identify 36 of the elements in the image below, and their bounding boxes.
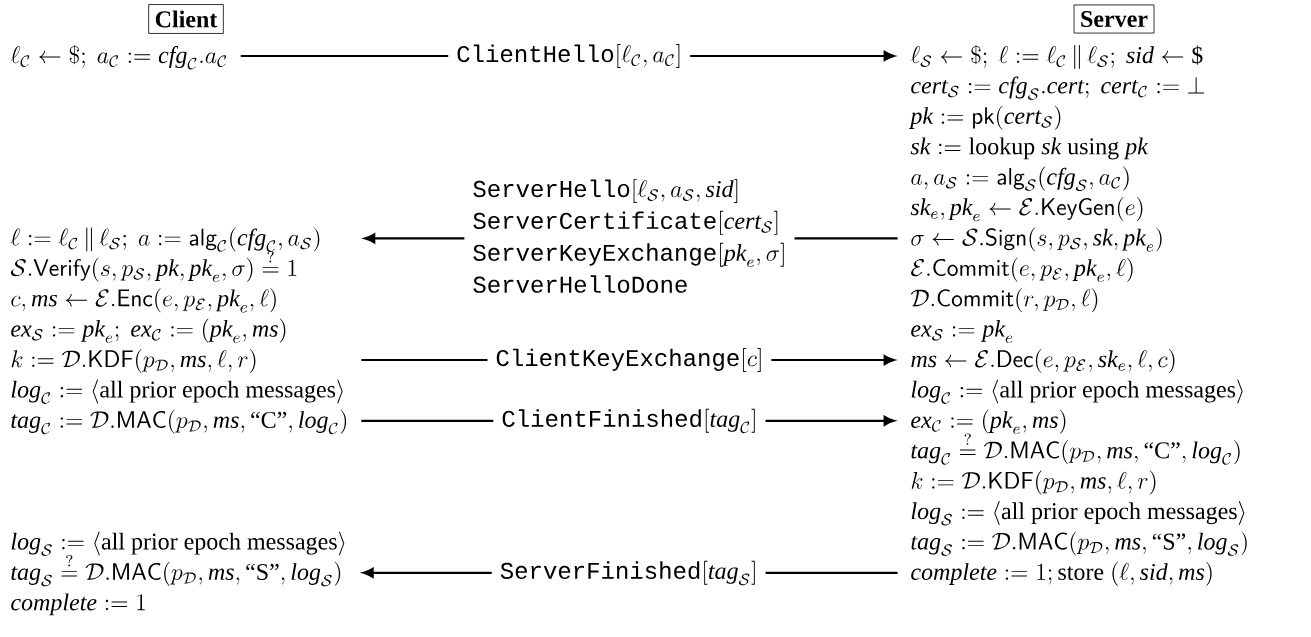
message-label: $\texttt{ClientHello}[\ell_{\mathcal{C}}, a_{\mathcal{C}}]$: [448, 36, 691, 76]
statement: $\sigma \leftarrow \mathcal{S}.\mathsf{Sign}(s, p_{\mathcal{S}}, \mathit{sk}, \mathit{pk}_e)$: [911, 227, 1162, 252]
statement: $\mathit{sk} := \text{lookup } \mathit{sk} \text{ using } \mathit{pk}$: [910, 137, 1149, 160]
statement: $\mathit{ms} \leftarrow \mathcal{E}.\mathsf{Dec}(e, p_{\mathcal{E}}, \mathit{sk}_e, \ell, c)$: [911, 349, 1175, 374]
statement: $\mathit{log}_{\mathcal{S}} := \langle\text{all prior epoch messages}\rangle$: [911, 501, 1245, 526]
statement: $\mathit{tag}_{\mathcal{C}} \stackrel{?}{=} \mathcal{D}.\mathsf{MAC}(p_{\mathcal{D}}, \mathit{ms}, \text{``C''}, \mathit{log}_{\mathcal{C}})$: [911, 433, 1240, 465]
message-label: $\texttt{ClientKeyExchange}[c]$: [487, 340, 772, 380]
statement: $\ell_{\mathcal{S}} \leftarrow \$;\ \ell := \ell_{\mathcal{C}} \,\|\, \ell_{\mathcal{S}};\ \mathit{sid} \leftarrow \text{\$}$: [910, 45, 1203, 69]
message-label: $\texttt{ClientFinished}[\mathit{tag}_{\mathcal{C}}]$: [493, 400, 766, 441]
statement: $\mathcal{D}.\mathsf{Commit}(r, p_{\mathcal{D}}, \ell)$: [910, 288, 1098, 313]
statement: $\mathit{log}_{\mathcal{C}} := \langle\text{all prior epoch messages}\rangle$: [911, 379, 1243, 404]
statement: $\mathit{tag}_{\mathcal{S}} \stackrel{?}{=} \mathcal{D}.\mathsf{MAC}(p_{\mathcal{D}}, \mathit{ms}, \text{``S''}, \mathit{log}_{\mathcal{S}})$: [11, 555, 341, 587]
statement: $\mathit{cert}_{\mathcal{S}} := \mathit{cfg}_{\mathcal{S}}.\mathit{cert};\ \mathit{cert}_{\mathcal{C}} := \bot$: [911, 76, 1205, 100]
statement: $a, a_{\mathcal{S}} := \mathsf{alg}_{\mathcal{S}}(\mathit{cfg}_{\mathcal{S}}, a_{\mathcal{C}})$: [911, 166, 1129, 192]
statement: $k := \mathcal{D}.\mathsf{KDF}(p_{\mathcal{D}}, \mathit{ms}, \ell, r)$: [911, 470, 1156, 495]
statement: $\mathit{tag}_{\mathcal{C}} := \mathcal{D}.\mathsf{MAC}(p_{\mathcal{D}}, \mathit{ms}, \text{``C''}, \mathit{log}_{\mathcal{C}})$: [11, 409, 347, 435]
heading-box: Server: [1073, 4, 1155, 34]
statement: $\mathit{pk} := \mathsf{pk}(\mathit{cert}_{\mathcal{S}})$: [909, 105, 1061, 130]
statement: $\mathit{complete} := 1; \text{store } (\ell, \mathit{sid}, \mathit{ms})$: [911, 561, 1212, 586]
statement: $\mathcal{E}.\mathsf{Commit}(e, p_{\mathcal{E}}, \mathit{pk}_e, \ell)$: [911, 257, 1133, 283]
heading-box: Client: [148, 4, 224, 34]
statement: $\mathit{ex}_{\mathcal{S}} := \mathit{pk}_e;\ \mathit{ex}_{\mathcal{C}} := (\mathit{pk}_e, \mathit{ms})$: [11, 318, 286, 343]
statement: $\mathit{log}_{\mathcal{S}} := \langle\text{all prior epoch messages}\rangle$: [11, 531, 345, 556]
statement: $\ell := \ell_{\mathcal{C}} \,\|\, \ell_{\mathcal{S}};\ a := \mathsf{alg}_{\mathcal{C}}(\mathit{cfg}_{\mathcal{C}}, a_{\mathcal{S}})$: [10, 227, 320, 252]
statement: $\ell_{\mathcal{C}} \leftarrow \$;\ a_{\mathcal{C}} := \mathit{cfg}_{\mathcal{C}}.a_{\mathcal{C}}$: [10, 45, 227, 70]
message-label: $\texttt{ServerFinished}[\mathit{tag}_{\mathcal{S}}]$: [491, 552, 766, 593]
statement: $\mathit{tag}_{\mathcal{S}} := \mathcal{D}.\mathsf{MAC}(p_{\mathcal{D}}, \mathit{ms}, \text{``S''}, \mathit{log}_{\mathcal{S}})$: [911, 531, 1247, 556]
statement: $\mathit{complete} := 1$: [11, 593, 145, 616]
statement: $k := \mathcal{D}.\mathsf{KDF}(p_{\mathcal{D}}, \mathit{ms}, \ell, r)$: [11, 349, 256, 374]
statement: $\mathit{sk}_e, \mathit{pk}_e \leftarrow \mathcal{E}.\mathsf{KeyGen}(e)$: [910, 197, 1143, 222]
statement: $\mathit{log}_{\mathcal{C}} := \langle\text{all prior epoch messages}\rangle$: [11, 379, 343, 404]
statement: $\mathit{ex}_{\mathcal{C}} := (\mathit{pk}_e, \mathit{ms})$: [911, 409, 1066, 435]
statement: $c, \mathit{ms} \leftarrow \mathcal{E}.\mathsf{Enc}(e, p_{\mathcal{E}}, \mathit{pk}_e, \ell)$: [11, 288, 276, 313]
statement: $\mathit{ex}_{\mathcal{S}} := \mathit{pk}_e$: [911, 319, 1013, 343]
message-label: $\begin{array}{@{}l@{}}\texttt{ServerHello}[\ell_{\mathcal{S}}, a_{\mathcal{S}}, \mathit{sid}] \\ \texttt{ServerCertificate}[\mathit{cert}_{\mathcal{S}}] \\ \texttt{ServerKeyExchange}[\mathit{pk}_e, \sigma] \\ \texttt{ServerHelloDone}\end{array}$: [464, 166, 795, 311]
statement: $\mathcal{S}.\mathsf{Verify}(s, p_{\mathcal{S}}, \mathit{pk}, \mathit{pk}_e, \sigma) \stackrel{?}{=} 1$: [10, 251, 297, 283]
